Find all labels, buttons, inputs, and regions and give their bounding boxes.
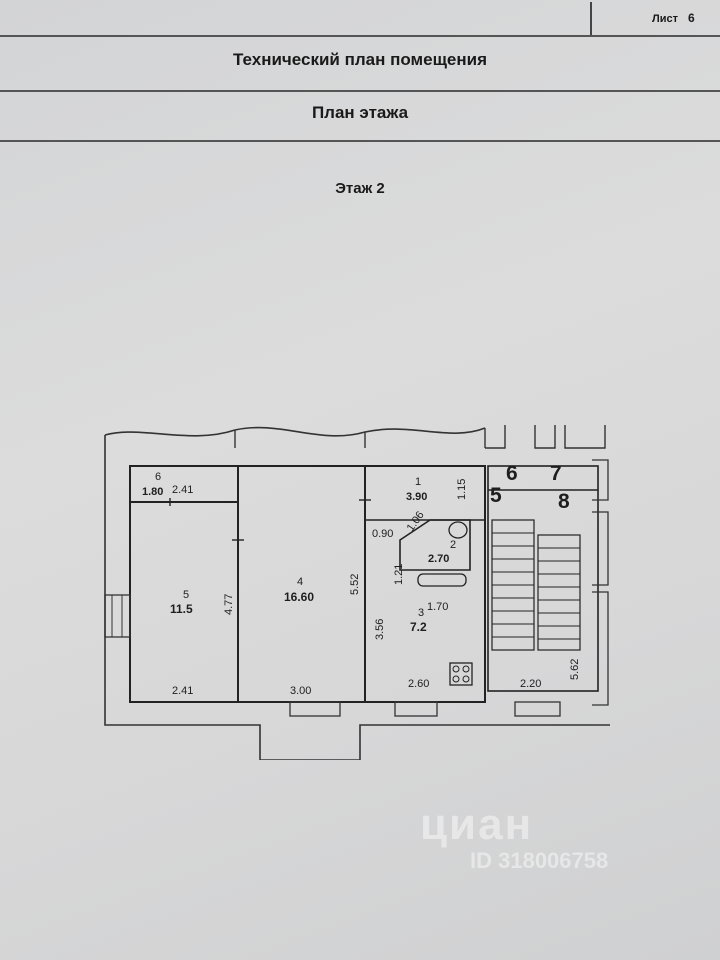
- room5-area: 11.5: [170, 602, 193, 616]
- sheet-number: 6: [688, 11, 695, 25]
- window-room3: [394, 701, 438, 717]
- watermark-id: ID 318006758: [470, 848, 609, 873]
- outer-wall: [104, 435, 610, 760]
- external-number-7: 7: [550, 462, 562, 485]
- bathroom-outline: [399, 519, 471, 571]
- external-number-8: 8: [558, 490, 570, 513]
- toilet-icon: [448, 521, 468, 539]
- header-rule-middle: [0, 90, 720, 92]
- room5-number: 5: [183, 589, 189, 601]
- header-rule-bottom: [0, 140, 720, 142]
- floor-plan: 6 1.80 1 3.90 2 2.70 3 7.2 4 16.60 5 11.…: [104, 425, 610, 760]
- window-stair: [514, 701, 561, 717]
- bathtub-icon: [417, 573, 467, 587]
- dim-room3-width: 2.60: [408, 678, 429, 690]
- dim-bath-width: 1.70: [427, 601, 448, 613]
- room1-number: 1: [415, 476, 421, 488]
- dim-hall-width: 0.90: [372, 528, 393, 540]
- dim-stair-width: 2.20: [520, 678, 541, 690]
- dim-room3-length: 3.56: [374, 619, 386, 640]
- room2-number: 2: [450, 539, 456, 551]
- sheet-label: Лист: [652, 13, 678, 25]
- room6-number: 6: [155, 471, 161, 483]
- room3-area: 7.2: [410, 620, 427, 634]
- floor-label: Этаж 2: [335, 180, 385, 197]
- watermark-brand: циан: [420, 800, 534, 849]
- dim-room1-width: 1.15: [456, 479, 468, 500]
- outer-wall-wave: [104, 426, 486, 437]
- dim-room4-length: 5.52: [349, 574, 361, 595]
- dim-room6-width: 2.41: [172, 484, 193, 496]
- dim-bath-length: 1.21: [393, 564, 405, 585]
- dim-room5-length: 4.77: [223, 594, 235, 615]
- stove-icon: [449, 662, 473, 686]
- room6-area: 1.80: [142, 486, 163, 498]
- dim-stair-length: 5.62: [569, 659, 581, 680]
- staircase-area: [487, 465, 599, 692]
- window-left: [104, 594, 131, 638]
- room4-number: 4: [297, 576, 303, 588]
- dim-room5-width: 2.41: [172, 685, 193, 697]
- window-room4: [289, 701, 341, 717]
- dim-room4-width: 3.00: [290, 685, 311, 697]
- room4-area: 16.60: [284, 590, 314, 604]
- external-number-6: 6: [506, 462, 518, 485]
- external-number-5: 5: [490, 484, 502, 507]
- room1-area: 3.90: [406, 491, 427, 503]
- section-title: План этажа: [311, 103, 409, 122]
- room3-number: 3: [418, 607, 424, 619]
- room2-area: 2.70: [428, 553, 449, 565]
- header-rule-top: [0, 35, 720, 37]
- document-title: Технический план помещения: [232, 50, 488, 69]
- dim-room1-diagonal: 1.06: [405, 509, 427, 533]
- stair-flight-right: [537, 534, 581, 651]
